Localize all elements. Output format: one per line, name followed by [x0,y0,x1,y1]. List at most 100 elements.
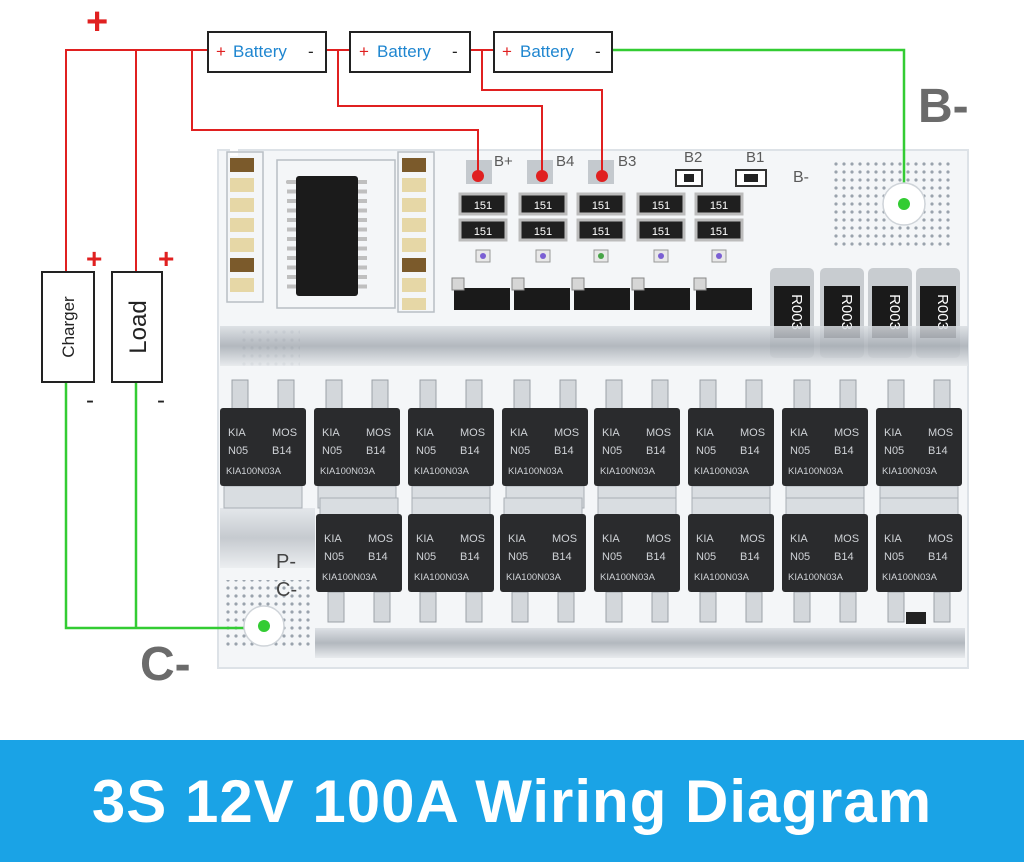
load-plus: + [158,243,174,274]
red-dots [472,170,608,182]
pad-labels: B+ B4 B3 B2 B1 B- [494,149,809,186]
svg-text:KIA: KIA [602,427,620,439]
resistor-code: 151 [592,200,610,212]
svg-text:KIA100N03A: KIA100N03A [226,466,282,477]
svg-text:MOS: MOS [460,427,485,439]
pad-label-b3: B3 [618,153,636,170]
battery-1-label: Battery [233,42,287,61]
svg-text:MOS: MOS [834,533,859,545]
battery-1-plus: + [216,42,226,61]
svg-text:MOS: MOS [368,533,393,545]
wire-b-minus [612,48,906,204]
svg-text:N05: N05 [324,551,344,563]
svg-text:N05: N05 [790,551,810,563]
svg-text:KIA100N03A: KIA100N03A [506,572,562,583]
battery-1: + Battery - [207,31,327,73]
svg-text:MOS: MOS [460,533,485,545]
shunt-code: R003 [886,294,903,330]
b-minus-label: B- [918,80,969,133]
battery-2-minus: - [452,42,458,61]
svg-text:KIA100N03A: KIA100N03A [600,466,656,477]
main-positive-sign: + [86,1,108,43]
svg-text:KIA: KIA [602,533,620,545]
battery-2: + Battery - [349,31,471,73]
pad-label-b2: B2 [684,149,702,166]
svg-text:B14: B14 [740,551,760,563]
protection-ic [276,159,396,309]
green-wires [64,48,906,630]
red-wires [65,49,603,302]
bms-board: B+ B4 B3 B2 B1 B- 1511511511511511511511… [217,148,969,669]
shunt-code: R003 [838,294,855,330]
svg-text:N05: N05 [228,445,248,457]
charger: Charger + - [41,243,102,414]
svg-text:MOS: MOS [740,533,765,545]
svg-text:KIA: KIA [790,427,808,439]
svg-text:B14: B14 [928,551,948,563]
pad-label-b4: B4 [556,153,574,170]
battery-3-minus: - [595,42,601,61]
load-label: Load [125,300,152,353]
svg-text:KIA: KIA [696,427,714,439]
resistor-code: 151 [710,226,728,238]
wire-tap-b-plus [191,50,479,174]
resistor-code: 151 [534,226,552,238]
battery-3: + Battery - [493,31,613,73]
resistor-code: 151 [652,200,670,212]
svg-text:B14: B14 [928,445,948,457]
svg-text:KIA100N03A: KIA100N03A [414,466,470,477]
svg-text:B14: B14 [460,551,480,563]
svg-text:MOS: MOS [272,427,297,439]
svg-text:KIA: KIA [228,427,246,439]
battery-3-label: Battery [520,42,574,61]
svg-text:B14: B14 [272,445,292,457]
svg-text:KIA: KIA [508,533,526,545]
charger-minus: - [86,387,94,414]
balance-transistors [451,277,752,310]
svg-text:KIA: KIA [416,533,434,545]
svg-text:B14: B14 [554,445,574,457]
pad-label-b1: B1 [746,149,764,166]
svg-text:B14: B14 [834,445,854,457]
svg-text:KIA100N03A: KIA100N03A [508,466,564,477]
svg-text:KIA100N03A: KIA100N03A [694,572,750,583]
svg-text:N05: N05 [508,551,528,563]
svg-text:MOS: MOS [646,533,671,545]
wire-charger-negative [64,382,264,630]
svg-text:KIA100N03A: KIA100N03A [320,466,376,477]
svg-text:B14: B14 [368,551,388,563]
left-components [226,151,435,313]
svg-text:N05: N05 [416,551,436,563]
terminal-b-minus-dot [882,182,926,226]
svg-text:N05: N05 [696,551,716,563]
diagram-title: 3S 12V 100A Wiring Diagram [91,767,933,835]
svg-text:KIA100N03A: KIA100N03A [600,572,656,583]
svg-text:MOS: MOS [552,533,577,545]
wire-main-positive [65,49,208,302]
svg-text:MOS: MOS [554,427,579,439]
svg-text:B14: B14 [646,445,666,457]
svg-text:KIA: KIA [416,427,434,439]
shunt-code: R003 [934,294,951,330]
svg-text:N05: N05 [696,445,716,457]
svg-text:KIA100N03A: KIA100N03A [882,466,938,477]
resistor-code: 151 [474,200,492,212]
svg-text:KIA100N03A: KIA100N03A [882,572,938,583]
svg-text:N05: N05 [790,445,810,457]
svg-text:KIA100N03A: KIA100N03A [788,466,844,477]
bottom-bus-bar [315,628,965,658]
svg-text:B14: B14 [646,551,666,563]
terminal-c-minus-dot [243,605,285,647]
svg-text:N05: N05 [322,445,342,457]
resistor-code: 151 [534,200,552,212]
wire-tap-b3 [481,50,603,174]
svg-text:N05: N05 [884,445,904,457]
svg-text:KIA100N03A: KIA100N03A [694,466,750,477]
